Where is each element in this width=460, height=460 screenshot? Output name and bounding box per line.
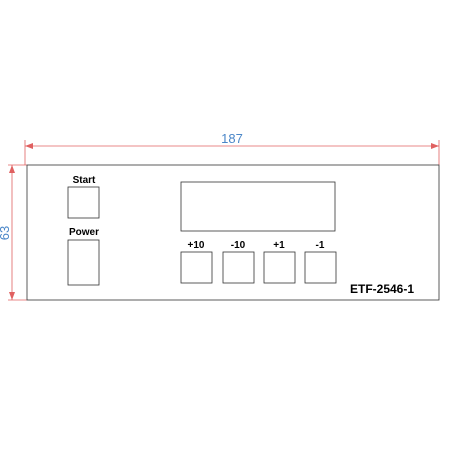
- power-button[interactable]: [67, 239, 100, 286]
- plus-one-button[interactable]: [263, 251, 296, 284]
- part-number: ETF-2546-1: [350, 282, 414, 296]
- display-window: [180, 181, 336, 232]
- width-dimension: 187: [24, 131, 440, 165]
- minus-one-label: -1: [316, 240, 325, 251]
- plus-ten-label: +10: [188, 240, 205, 251]
- height-dimension: 63: [0, 164, 27, 301]
- start-label: Start: [73, 175, 96, 186]
- minus-ten-label: -10: [231, 240, 246, 251]
- width-arrow-left: [25, 143, 33, 149]
- height-dimension-label: 63: [0, 226, 12, 240]
- power-label: Power: [69, 227, 99, 238]
- plus-one-label: +1: [273, 240, 285, 251]
- plus-ten-button[interactable]: [180, 251, 213, 284]
- minus-ten-button[interactable]: [222, 251, 255, 284]
- height-arrow-top: [9, 165, 15, 173]
- start-button[interactable]: [67, 186, 100, 219]
- height-arrow-bottom: [9, 292, 15, 300]
- width-arrow-right: [431, 143, 439, 149]
- width-dimension-label: 187: [221, 131, 243, 146]
- minus-one-button[interactable]: [304, 251, 337, 284]
